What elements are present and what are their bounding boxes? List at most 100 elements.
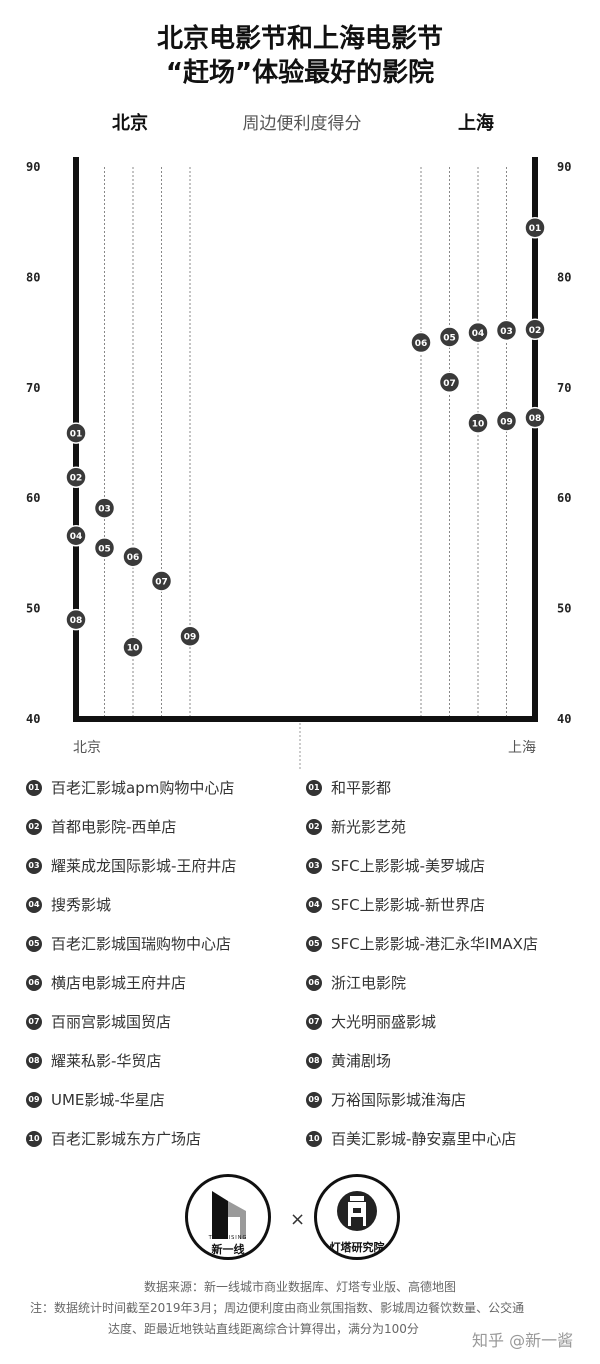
legend-item-shanghai-03: 03 SFC上影影城-美罗城店 (306, 846, 596, 885)
marker-label-shanghai-05: 05 (443, 334, 456, 344)
city-label-beijing: 北京 (73, 740, 101, 756)
legend-label: 百美汇影城-静安嘉里中心店 (331, 1130, 517, 1148)
marker-shanghai-08 (524, 406, 546, 429)
xinyixian-logo-text: 新一线 (211, 1243, 245, 1256)
marker-beijing-01 (65, 422, 87, 444)
y-tick-left-60: 60 (26, 491, 40, 505)
legend-item-beijing-03: 03 耀莱成龙国际影城-王府井店 (26, 846, 316, 885)
marker-label-beijing-09: 09 (184, 633, 197, 643)
marker-label-shanghai-09: 09 (500, 417, 513, 427)
marker-label-shanghai-10: 10 (472, 420, 485, 430)
legend-label: 新光影艺苑 (331, 818, 407, 836)
note-line-2: 达度、距最近地铁站直线距离综合计算得出，满分为100分 (108, 1322, 419, 1336)
marker-label-beijing-06: 06 (127, 553, 140, 563)
city-label-shanghai: 上海 (508, 740, 536, 756)
marker-beijing-10 (122, 636, 144, 658)
legend-item-shanghai-05: 05 SFC上影影城-港汇永华IMAX店 (306, 924, 596, 963)
chart-title-line1: 北京电影节和上海电影节 (156, 24, 443, 54)
legend-badge: 05 (306, 935, 322, 952)
marker-shanghai-03 (495, 319, 518, 342)
header-beijing: 北京 (112, 113, 148, 134)
marker-label-beijing-07: 07 (155, 578, 168, 588)
y-tick-left-40: 40 (26, 712, 40, 726)
y-tick-left-70: 70 (26, 381, 40, 395)
marker-label-shanghai-04: 04 (472, 329, 485, 339)
times-symbol: × (290, 1209, 306, 1230)
legend-badge: 01 (306, 779, 322, 796)
legend-label: UME影城-华星店 (51, 1091, 165, 1109)
marker-label-beijing-08: 08 (70, 616, 83, 626)
y-tick-right-50: 50 (557, 602, 571, 616)
marker-label-shanghai-02: 02 (529, 326, 542, 336)
legend-label: 耀莱成龙国际影城-王府井店 (51, 857, 237, 875)
legend-label: 百老汇影城apm购物中心店 (51, 779, 235, 797)
marker-beijing-02 (65, 466, 87, 488)
marker-label-beijing-04: 04 (70, 532, 83, 542)
data-source: 数据来源：新一线城市商业数据库、灯塔专业版、高德地图 (143, 1280, 456, 1294)
legend-item-beijing-02: 02 首都电影院-西单店 (26, 807, 316, 846)
legend-label: 首都电影院-西单店 (51, 818, 177, 836)
marker-label-shanghai-08: 08 (529, 414, 542, 424)
legend-badge: 09 (306, 1091, 322, 1108)
y-tick-right-40: 40 (557, 712, 571, 726)
marker-label-shanghai-06: 06 (415, 339, 428, 349)
legend-badge: 03 (26, 857, 42, 874)
lighthouse-icon (337, 1191, 377, 1231)
legend-item-beijing-01: 01 百老汇影城apm购物中心店 (26, 768, 316, 807)
legend-item-beijing-07: 07 百丽宫影城国贸店 (26, 1002, 316, 1041)
marker-shanghai-01 (524, 216, 546, 239)
header-shanghai: 上海 (458, 113, 494, 134)
legend-item-beijing-04: 04 搜秀影城 (26, 885, 316, 924)
legend-badge: 06 (26, 974, 42, 991)
marker-beijing-05 (93, 537, 116, 559)
y-tick-right-80: 80 (557, 270, 571, 284)
legend-badge: 10 (26, 1130, 42, 1147)
marker-label-shanghai-07: 07 (443, 379, 456, 389)
y-tick-right-60: 60 (557, 491, 571, 505)
y-tick-right-70: 70 (557, 381, 571, 395)
header-metric: 周边便利度得分 (242, 114, 362, 134)
legend-label: 百老汇影城国瑞购物中心店 (51, 935, 232, 953)
legend-badge: 07 (26, 1013, 42, 1030)
chart-title-line2: “赶场”体验最好的影院 (165, 58, 435, 88)
xinyixian-logo: THE RISING 新一线 (185, 1174, 271, 1260)
legend-badge: 06 (306, 974, 322, 991)
legend-badge: 01 (26, 779, 42, 796)
marker-shanghai-09 (495, 410, 518, 432)
y-tick-left-50: 50 (26, 602, 40, 616)
marker-shanghai-10 (467, 412, 489, 434)
marker-beijing-08 (65, 608, 87, 631)
marker-label-beijing-05: 05 (98, 544, 111, 554)
legend-label: 万裕国际影城淮海店 (331, 1091, 467, 1109)
marker-shanghai-04 (467, 321, 489, 344)
marker-beijing-07 (150, 570, 173, 592)
legend-item-shanghai-01: 01 和平影都 (306, 768, 596, 807)
note-line-1: 注：数据统计时间截至2019年3月；周边便利度由商业氛围指数、影城周边餐饮数量、… (30, 1301, 525, 1315)
legend-badge: 04 (26, 896, 42, 913)
legend-badge: 08 (26, 1052, 42, 1069)
marker-shanghai-06 (410, 331, 432, 354)
legend-badge: 02 (26, 818, 42, 835)
marker-label-beijing-10: 10 (127, 644, 140, 654)
legend-label: SFC上影影城-美罗城店 (331, 857, 486, 875)
legend-label: SFC上影影城-港汇永华IMAX店 (331, 935, 538, 953)
legend-label: 和平影都 (331, 779, 392, 797)
legend-label: SFC上影影城-新世界店 (331, 896, 486, 914)
legend-badge: 03 (306, 857, 322, 874)
legend-item-shanghai-09: 09 万裕国际影城淮海店 (306, 1080, 596, 1119)
legend-label: 百丽宫影城国贸店 (51, 1013, 172, 1031)
legend-label: 搜秀影城 (51, 896, 112, 914)
marker-shanghai-07 (438, 371, 461, 394)
y-tick-left-90: 90 (26, 160, 40, 174)
marker-beijing-03 (93, 497, 116, 519)
